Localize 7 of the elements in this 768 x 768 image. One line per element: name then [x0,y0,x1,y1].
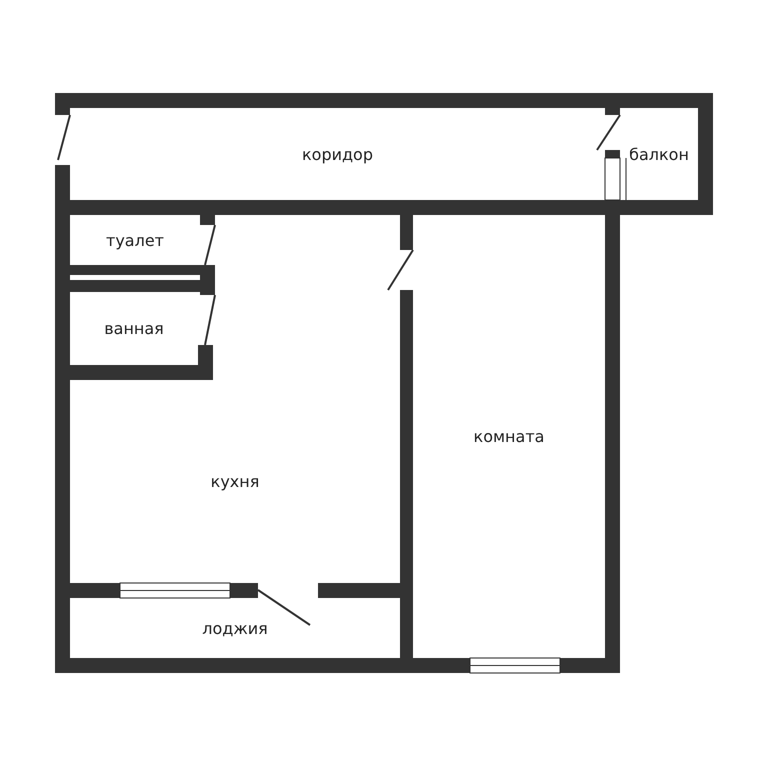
room-name: комната [474,427,544,446]
room-name: балкон [629,144,689,164]
room-name: коридор [302,144,373,164]
room-name: туалет [106,230,164,250]
room-name: лоджия [202,618,268,638]
room-name: ванная [104,319,164,338]
room-name: кухня [210,472,260,491]
